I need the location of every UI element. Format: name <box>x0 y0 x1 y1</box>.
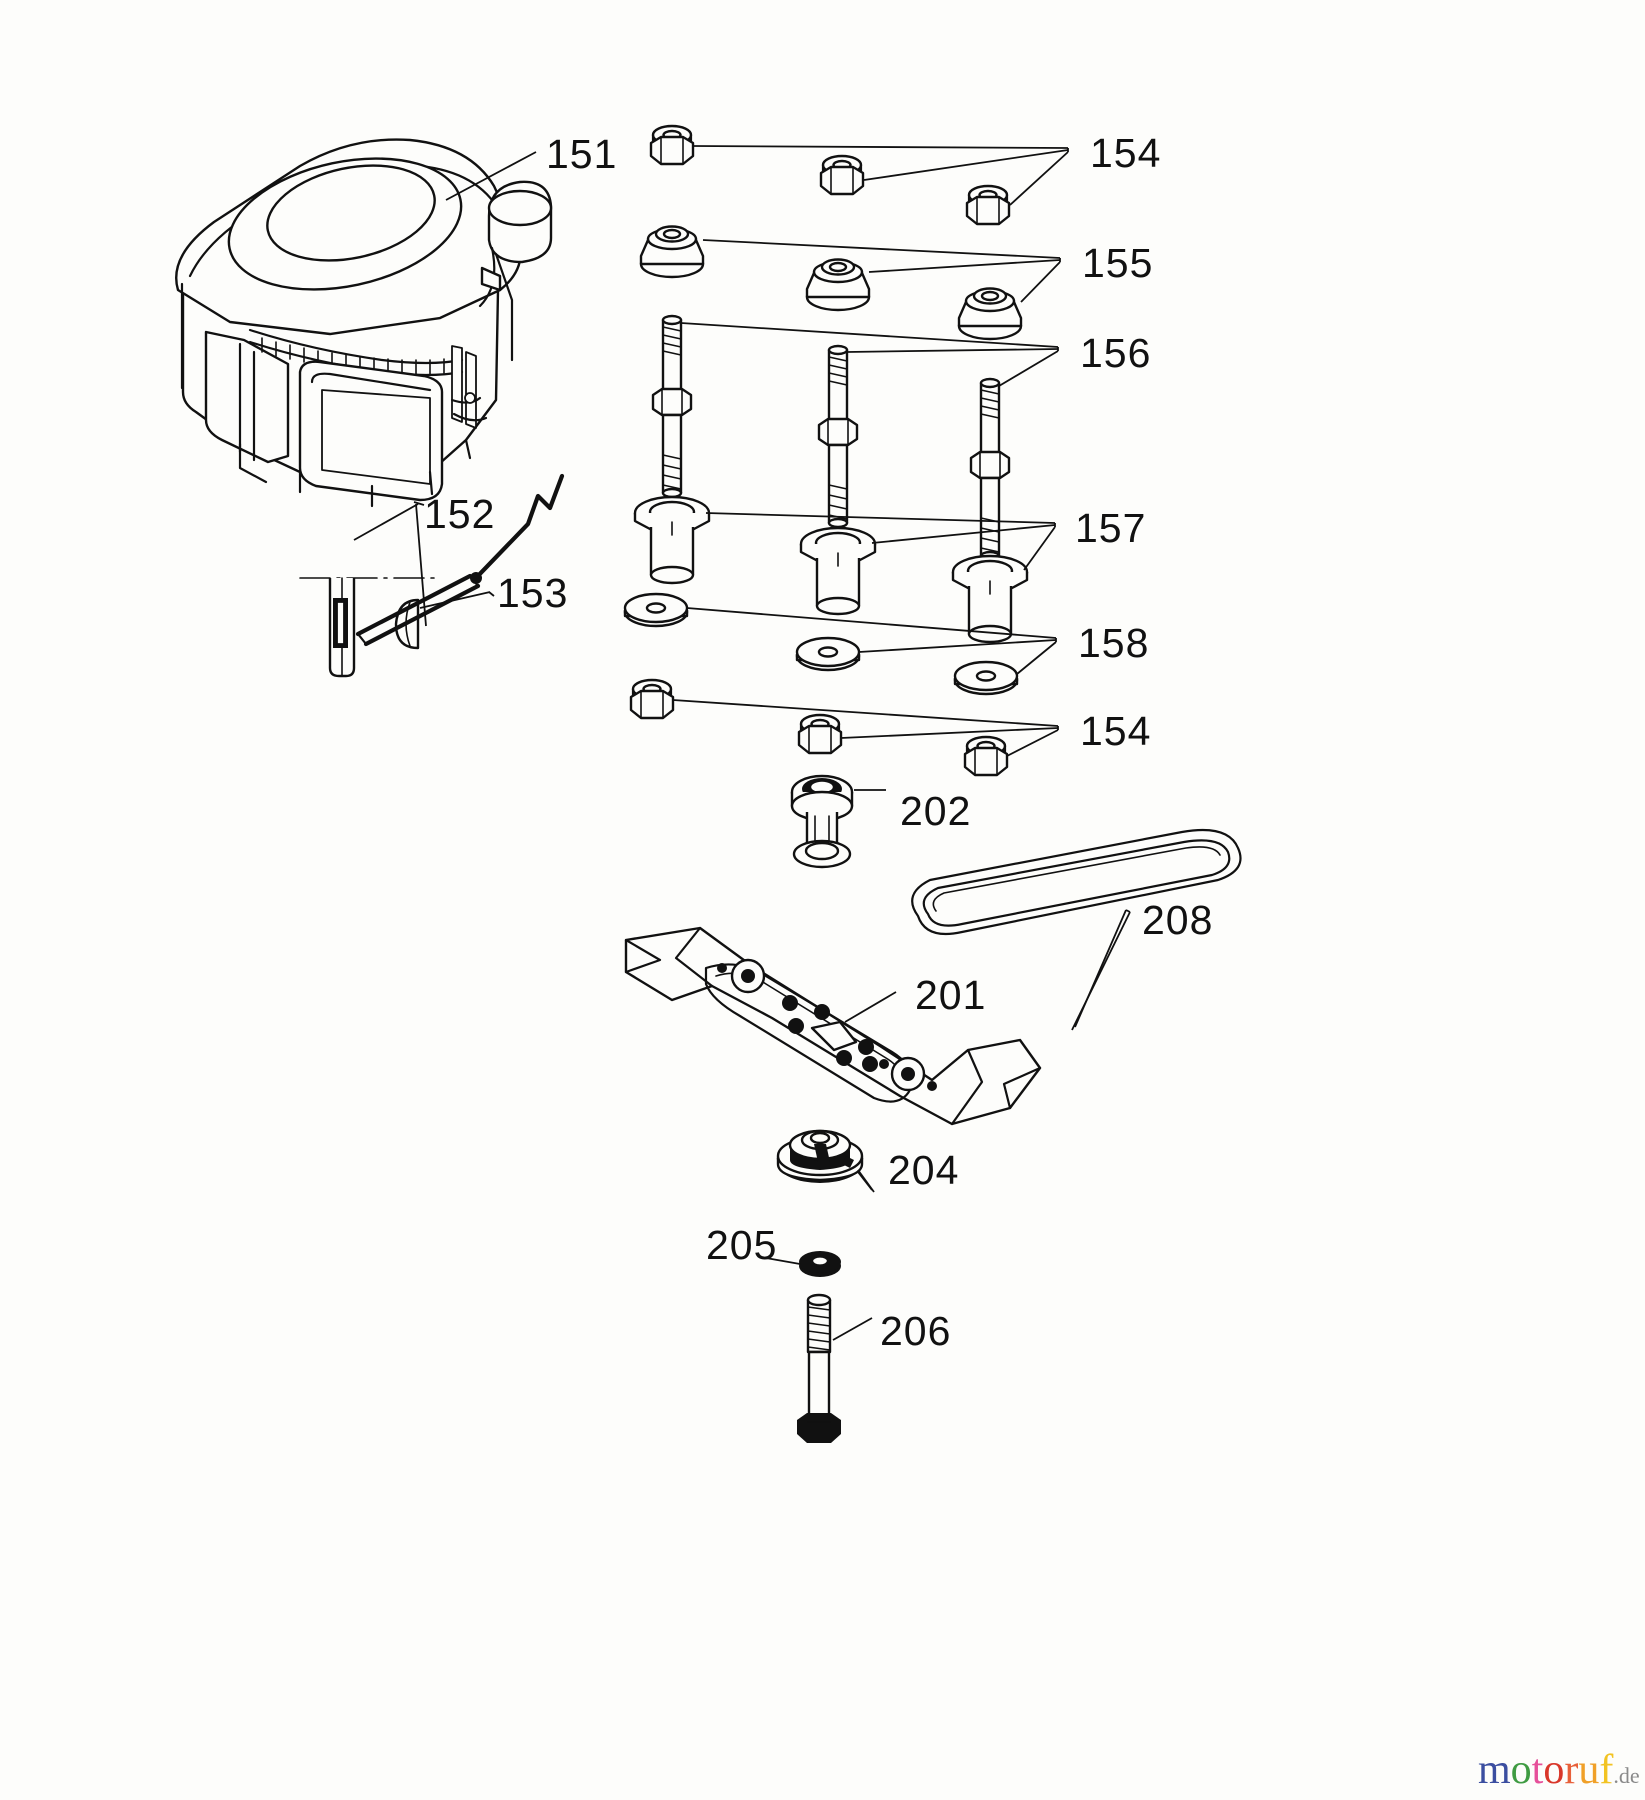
callout-158: 158 <box>1078 620 1150 666</box>
part-158-1 <box>623 592 689 628</box>
leader-206 <box>832 1317 873 1341</box>
callout-202: 202 <box>900 788 972 834</box>
leader-157 <box>705 512 1056 571</box>
leader-153 <box>419 591 495 609</box>
part-156-2 <box>817 344 859 529</box>
part-154-upper-1 <box>649 124 695 166</box>
callout-155: 155 <box>1082 240 1154 286</box>
leader-152 <box>353 501 425 541</box>
wm-letter-t: t <box>1531 1747 1544 1793</box>
callout-206: 206 <box>880 1308 952 1354</box>
part-157-3 <box>951 554 1029 644</box>
part-157-2 <box>799 526 877 616</box>
dipstick-drawing <box>355 473 565 647</box>
wm-letter-m: m <box>1478 1747 1511 1793</box>
part-155-3 <box>957 287 1023 341</box>
part-156-1 <box>651 314 693 499</box>
callout-152: 152 <box>424 491 496 537</box>
engine-assembly-drawing <box>175 138 553 508</box>
motoruf-watermark: motoruf.de <box>1478 1746 1640 1794</box>
callout-156: 156 <box>1080 330 1152 376</box>
part-154-upper-2 <box>819 154 865 196</box>
wm-letter-o2: o <box>1543 1747 1565 1793</box>
wm-suffix: .de <box>1613 1763 1640 1788</box>
leader-155 <box>702 239 1061 303</box>
leader-154-lower <box>672 699 1059 757</box>
part-208-drawing <box>911 828 1242 936</box>
part-155-2 <box>805 258 871 312</box>
callout-153: 153 <box>497 570 569 616</box>
callout-205: 205 <box>706 1222 778 1268</box>
part-154-lower-1 <box>629 678 675 720</box>
callout-154-lower: 154 <box>1080 708 1152 754</box>
callout-204: 204 <box>888 1147 960 1193</box>
part-157-1 <box>633 495 711 585</box>
part-154-lower-3 <box>963 735 1009 777</box>
part-158-2 <box>795 636 861 672</box>
part-158-3 <box>953 660 1019 696</box>
part-202-drawing <box>790 774 854 869</box>
leader-201 <box>844 991 897 1023</box>
callout-151: 151 <box>546 131 618 177</box>
wm-letter-o1: o <box>1510 1747 1532 1793</box>
leader-154-upper <box>692 145 1069 206</box>
callout-208: 208 <box>1142 897 1214 943</box>
leader-205 <box>765 1257 801 1265</box>
callout-157: 157 <box>1075 505 1147 551</box>
part-201-drawing <box>624 926 1042 1126</box>
part-154-upper-3 <box>965 184 1011 226</box>
wm-letter-f: f <box>1599 1747 1614 1793</box>
wm-letter-u: u <box>1578 1747 1600 1793</box>
callout-201: 201 <box>915 972 987 1018</box>
leader-158 <box>686 607 1057 675</box>
callout-154-upper: 154 <box>1090 130 1162 176</box>
part-206-drawing <box>797 1293 841 1443</box>
part-155-1 <box>639 225 705 279</box>
wm-letter-r: r <box>1564 1747 1579 1793</box>
leader-156 <box>680 322 1059 387</box>
part-204-drawing <box>776 1129 864 1183</box>
part-205-drawing <box>799 1251 841 1277</box>
leader-151 <box>445 151 537 201</box>
part-154-lower-2 <box>797 713 843 755</box>
